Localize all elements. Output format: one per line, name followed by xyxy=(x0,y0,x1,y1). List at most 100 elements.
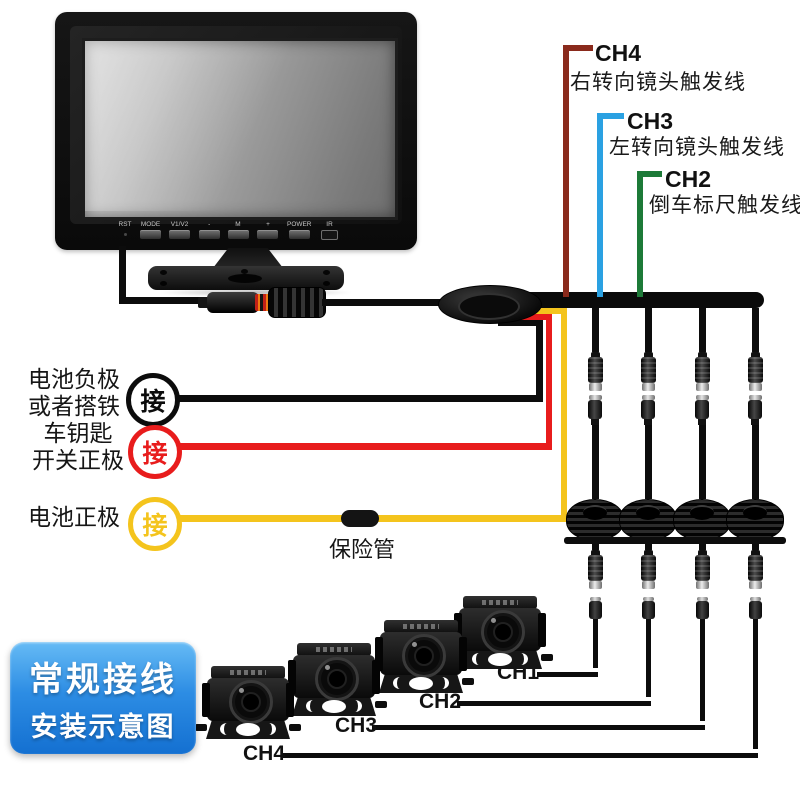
lens-pupil xyxy=(241,692,261,712)
plug-body xyxy=(641,400,655,419)
cable-coil xyxy=(617,499,679,544)
ground-connect-badge: 接 xyxy=(126,373,180,427)
cable-wire xyxy=(591,541,599,550)
button-label-v1v2: V1/V2 xyxy=(171,221,189,228)
plug-ring xyxy=(641,395,655,400)
camera-plug xyxy=(588,597,602,619)
brand-logo xyxy=(316,647,352,652)
monitor-button-menu: M xyxy=(227,221,249,239)
bracket-slot xyxy=(348,700,362,712)
plug-body xyxy=(747,555,763,581)
monitor-cable-vertical xyxy=(119,246,126,303)
brand-logo xyxy=(482,600,518,605)
screw-hole xyxy=(241,269,248,274)
camera-sunshade xyxy=(297,643,371,656)
plug-body xyxy=(588,601,602,619)
plug-ring xyxy=(748,395,762,400)
screw-hole xyxy=(160,281,167,286)
battery-wire-vertical xyxy=(561,308,567,522)
ground-label-line1: 电池负极 xyxy=(28,366,120,392)
plug-body xyxy=(588,400,602,419)
bracket-tab xyxy=(375,701,387,708)
ch3-connect-line xyxy=(372,725,705,730)
acc-label-line1: 车钥匙 xyxy=(43,420,113,446)
camera-clamp xyxy=(202,683,210,717)
coil-center xyxy=(583,505,607,520)
plug-ring xyxy=(642,597,654,601)
bracket-tab xyxy=(195,724,207,731)
camera-ch1 xyxy=(447,596,553,672)
camera-clamp xyxy=(454,613,462,647)
camera-clamp xyxy=(375,637,383,671)
acc-connect-badge: 接 xyxy=(128,425,182,479)
coil-base xyxy=(617,537,679,544)
lens-glint xyxy=(325,665,330,670)
plug-body xyxy=(641,601,655,619)
screw-hole xyxy=(160,270,167,275)
dc-plug-tip xyxy=(198,297,210,308)
monitor-cable-horizontal xyxy=(119,297,211,304)
plug-collar xyxy=(748,581,762,589)
plus-button xyxy=(257,230,279,239)
aviation-plug-female xyxy=(748,395,762,425)
brand-logo xyxy=(230,670,266,675)
camera-clamp xyxy=(372,660,380,694)
acc-label-line2: 开关正极 xyxy=(32,447,124,473)
ch4-trigger-wire-corner xyxy=(563,45,593,51)
plug-stem xyxy=(750,352,760,357)
plug-body xyxy=(587,555,603,581)
cable-wire xyxy=(698,308,706,352)
cable-wire xyxy=(751,541,759,550)
plug-collar xyxy=(695,383,709,391)
cable-wire xyxy=(644,308,652,352)
plug-stem xyxy=(698,419,706,425)
button-label-ir: IR xyxy=(326,221,333,228)
camera-plug xyxy=(748,597,762,619)
plug-ring xyxy=(695,395,709,400)
camera-ch2 xyxy=(368,620,474,696)
coil-base xyxy=(724,537,786,544)
junction-splitter-core xyxy=(458,293,520,320)
ch4-connect-line xyxy=(282,753,758,758)
plug-body xyxy=(747,357,763,383)
plug-stem xyxy=(591,419,599,425)
bracket-slot xyxy=(514,653,528,665)
ch2-trigger-wire xyxy=(637,171,643,297)
ground-wire-label: 电池负极 或者搭铁 xyxy=(24,366,124,420)
camera-lens xyxy=(402,634,446,678)
ch3-trigger-wire xyxy=(597,113,603,297)
aviation-plug-male xyxy=(747,550,763,589)
button-label-mode: MODE xyxy=(141,221,161,228)
aviation-plug-male xyxy=(747,352,763,391)
camera-lens xyxy=(315,657,359,701)
cable-wire xyxy=(644,541,652,550)
camera-clamp xyxy=(286,683,294,717)
bracket-tab xyxy=(541,654,553,661)
badge-subtitle: 安装示意图 xyxy=(30,712,176,742)
brand-logo xyxy=(403,624,439,629)
ch3-trigger-label: CH3 xyxy=(627,108,674,134)
plug-collar xyxy=(588,383,602,391)
trunk-cable xyxy=(520,292,764,308)
bracket-hole xyxy=(322,700,346,713)
ground-label-line2: 或者搭铁 xyxy=(28,393,120,419)
monitor-button-row: RST MODE V1/V2 - M + POWER IR xyxy=(118,221,338,243)
monitor-screen xyxy=(82,38,398,220)
plug-body xyxy=(695,400,709,419)
plug-collar xyxy=(695,581,709,589)
plug-body xyxy=(748,400,762,419)
plug-stem xyxy=(590,352,600,357)
ir-receiver xyxy=(320,230,338,240)
button-label-plus: + xyxy=(265,221,270,228)
camera-clamp xyxy=(288,660,296,694)
extension-cable-ch3 xyxy=(671,308,733,721)
menu-button xyxy=(227,230,249,239)
camera-plug xyxy=(641,597,655,619)
plug-body xyxy=(694,555,710,581)
lens-glint xyxy=(491,618,496,623)
coil-base xyxy=(671,537,733,544)
camera-clamp xyxy=(459,637,467,671)
plug-stem xyxy=(643,352,653,357)
extension-cable-ch4 xyxy=(724,308,786,749)
bracket-slot xyxy=(435,677,449,689)
